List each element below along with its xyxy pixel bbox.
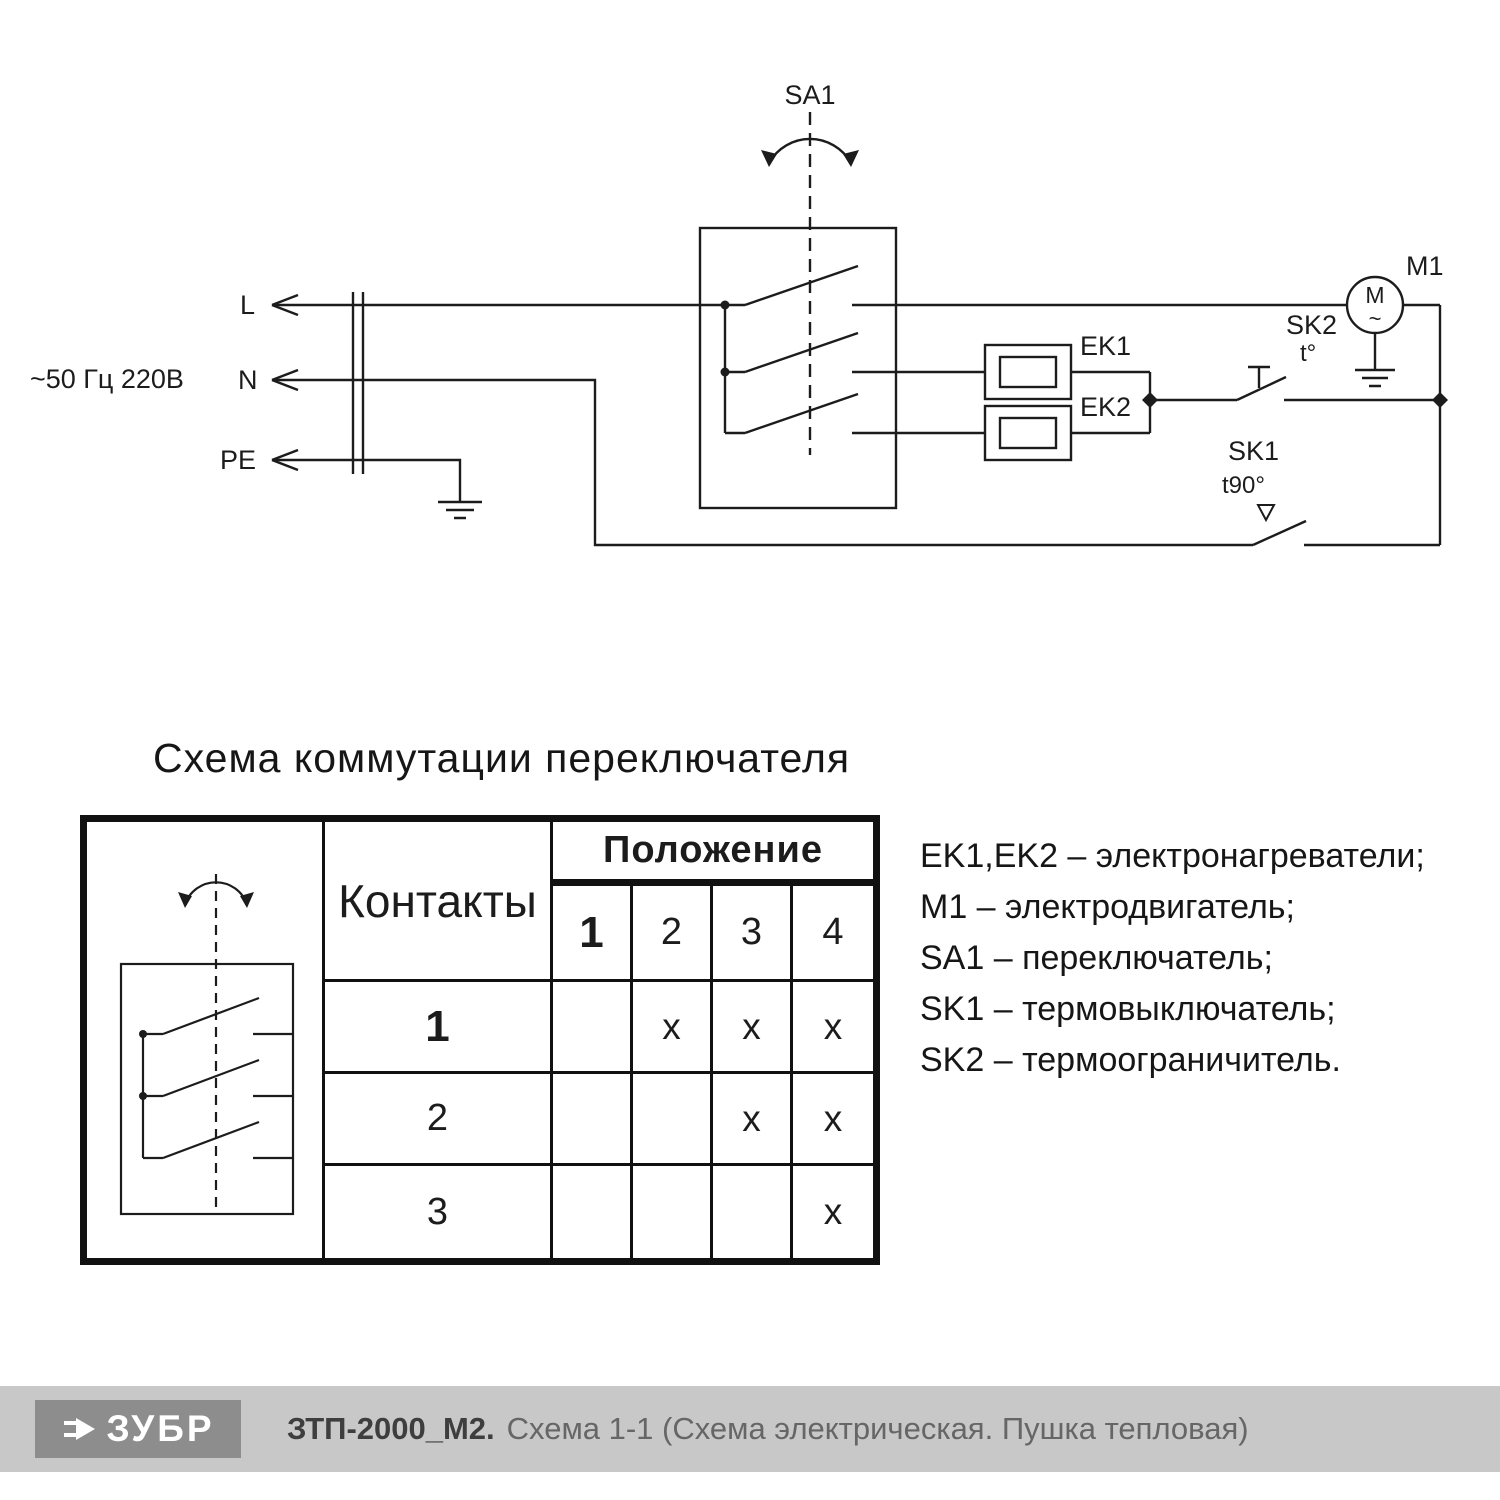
line-n-label: N [238,365,258,395]
switch-table-grid: Контакты Положение 1 2 3 4 1 x x x 2 x x… [325,822,873,1258]
supply-line-pe [271,448,462,502]
sa1-contact-3 [725,392,985,435]
position-3-header: 3 [713,886,793,982]
sk1-label: SK1 [1228,436,1279,466]
mark-cell: x [793,982,873,1074]
mark-cell: x [713,1074,793,1166]
sk1-thermal-switch [1252,519,1440,547]
switch-symbol-cell [87,822,325,1258]
ek1-label: EK1 [1080,331,1131,361]
motor-ac-symbol: ~ [1369,306,1382,331]
mark-cell: x [633,982,713,1074]
footer-caption: ЗТП-2000_М2. Схема 1-1 (Схема электрическ… [287,1411,1249,1447]
scheme-description: Схема 1-1 (Схема электрическая. Пушка те… [506,1411,1249,1446]
circuit-diagram: M ~ SA1 L N PE ~50 Гц 220В EK1 EK2 SK2 t… [30,80,1448,547]
mark-cell [633,1074,713,1166]
junction-markers [720,150,1448,408]
pe-ground-icon [438,500,482,520]
motor-ground-icon [1355,333,1395,388]
contacts-column-header: Контакты [325,822,553,982]
model-label: ЗТП-2000_М2. [287,1411,495,1446]
line-l-label: L [240,290,255,320]
sk2-thermal-limiter [1236,365,1440,402]
sk2-label: SK2 [1286,310,1337,340]
symbol-rotation-arc [183,881,249,905]
legend-item-sk1: SK1 – термовыключатель; [920,990,1336,1028]
sa1-rotation-arc [767,137,853,164]
legend-item-sk2: SK2 – термоограничитель. [920,1041,1341,1079]
legend-item-ek: EK1,EK2 – электронагреватели; [920,837,1425,875]
ek2-heater [983,404,1150,462]
sa1-contact-2 [725,331,985,374]
ek2-label: EK2 [1080,392,1131,422]
sk1-arrow-marker [1256,504,1276,523]
mark-cell: x [713,982,793,1074]
zubr-logo: ЗУБР [35,1400,241,1458]
position-1-header: 1 [553,886,633,982]
junction-dot [720,367,730,377]
contact-2-label: 2 [325,1074,553,1166]
sa1-contact-1 [744,264,1440,307]
arc-arrowhead [761,150,777,167]
mark-cell [713,1166,793,1258]
power-rating-label: ~50 Гц 220В [30,364,184,394]
circuit-labels: SA1 L N PE ~50 Гц 220В EK1 EK2 SK2 t° SK… [30,80,1444,499]
mark-cell [553,982,633,1074]
terminal-double-bar [351,292,365,474]
junction-dot [139,1030,147,1038]
switch-symbol-drawing [119,874,295,1216]
sa1-label: SA1 [784,80,835,110]
junction-dot [720,300,730,310]
symbol-junctions [139,892,254,1100]
junction-diamond [1432,392,1448,408]
arc-arrowhead [843,150,859,167]
contact-3-label: 3 [325,1166,553,1258]
legend-item-m1: M1 – электродвигатель; [920,888,1295,926]
symbol-box [119,962,295,1216]
supply-line-n [271,368,1253,547]
position-4-header: 4 [793,886,873,982]
sk2-temp-label: t° [1300,340,1316,367]
line-pe-label: PE [220,445,256,475]
position-header: Положение [553,822,873,886]
m1-motor: M ~ [1345,275,1405,335]
switch-commutation-table: Контакты Положение 1 2 3 4 1 x x x 2 x x… [80,815,880,1265]
symbol-contact-3 [143,1120,293,1160]
circuit-wires [271,112,1442,547]
m1-label: M1 [1406,251,1444,281]
ek1-heater [983,343,1150,401]
heater-junction-wire [1148,372,1237,433]
mark-cell [553,1166,633,1258]
arc-arrowhead [240,892,254,908]
zubr-logo-icon [64,1418,96,1440]
sk1-temp-label: t90° [1222,472,1265,499]
junction-diamond [1142,392,1158,408]
legend: EK1,EK2 – электронагреватели; M1 – элект… [920,831,1425,1086]
mark-cell: x [793,1074,873,1166]
legend-item-sa1: SA1 – переключатель; [920,939,1273,977]
sa1-switch-box [698,226,898,510]
mark-cell: x [823,1191,843,1232]
switch-table-title: Схема коммутации переключателя [153,735,851,781]
mark-cell [633,1166,713,1258]
junction-dot [139,1092,147,1100]
symbol-contact-1 [143,996,293,1036]
arc-arrowhead [178,892,192,908]
motor-m-letter: M [1365,282,1384,308]
position-2-header: 2 [633,886,713,982]
zubr-logo-text: ЗУБР [106,1408,215,1449]
symbol-contact-2 [143,1058,293,1098]
footer-bar: ЗУБР ЗТП-2000_М2. Схема 1-1 (Схема электр… [0,1386,1500,1472]
contact-1-label: 1 [325,982,553,1074]
mark-cell [553,1074,633,1166]
supply-line-l [271,293,745,317]
